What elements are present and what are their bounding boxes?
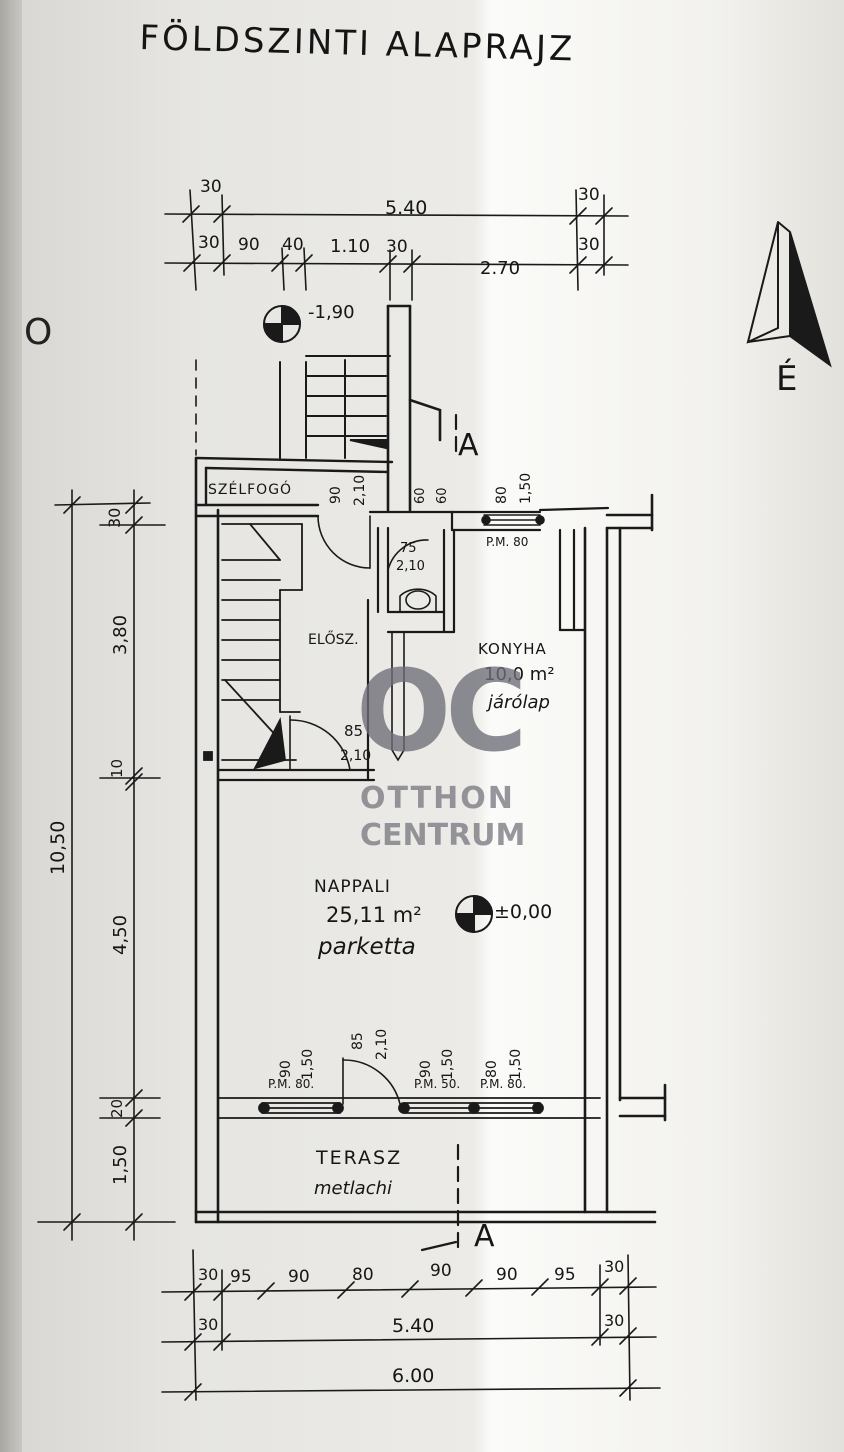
north-letter: É	[776, 358, 797, 399]
room-eloszoba: ELŐSZ.	[308, 630, 359, 648]
top-dim-1-a: 30	[200, 177, 222, 197]
watermark-oc: OC	[356, 647, 521, 777]
opening-d3-height: 2,10	[340, 748, 371, 764]
opening-b3-height: 1,50	[440, 1049, 456, 1080]
watermark-logo: OC OTTHON CENTRUM	[356, 647, 527, 853]
level-marker-top	[262, 304, 302, 344]
left-dim-2: 3,80	[110, 615, 131, 655]
room-terasz-name: TERASZ	[315, 1147, 402, 1169]
level-label-top: -1,90	[308, 302, 355, 323]
room-nappali-area: 25,11 m²	[326, 903, 422, 927]
room-szelfogo: SZÉLFOGÓ	[208, 480, 292, 498]
opening-b1-pm: P.M. 80.	[268, 1077, 314, 1091]
left-dim-4: 4,50	[110, 915, 131, 955]
top-dim-1-b: 5.40	[385, 197, 427, 219]
section-line	[420, 413, 460, 1252]
room-konyha-name: KONYHA	[478, 640, 547, 658]
level-marker-main	[454, 894, 494, 934]
bottom-dim-1-h: 30	[604, 1257, 624, 1276]
exterior-walls	[194, 456, 667, 1224]
bottom-dim-2-b: 5.40	[392, 1315, 434, 1337]
opening-d2-width: 60	[413, 487, 428, 504]
door-swings	[289, 515, 429, 1105]
bottom-dim-1-f: 90	[496, 1265, 518, 1285]
opening-b4-width: 80	[484, 1060, 500, 1078]
opening-b3-pm: P.M. 50.	[414, 1077, 460, 1091]
opening-wc-width: 75	[400, 541, 417, 556]
interior-stair	[203, 523, 303, 770]
top-dim-2-d: 1.10	[330, 236, 370, 257]
bottom-dim-1-c: 90	[288, 1267, 310, 1287]
stair-core-walls	[386, 304, 442, 512]
top-dim-1-c: 30	[578, 185, 600, 205]
opening-b1-height: 1,50	[300, 1049, 316, 1080]
bottom-dim-2-a: 30	[198, 1315, 218, 1334]
opening-b1-width: 90	[278, 1060, 294, 1078]
opening-wc-height: 2,10	[396, 559, 425, 574]
plan-sheet	[22, 0, 844, 1452]
left-dim-total: 10,50	[47, 821, 69, 875]
wc-fixture	[391, 588, 437, 762]
left-dim-3: 10	[108, 759, 126, 778]
room-nappali-floor: parketta	[317, 934, 416, 960]
bottom-dim-2-c: 30	[604, 1311, 624, 1330]
north-arrow-icon	[746, 221, 832, 368]
opening-d1-height: 2,10	[352, 475, 368, 506]
opening-b4-height: 1,50	[508, 1049, 524, 1080]
top-dim-2-g: 30	[578, 235, 600, 255]
terrace-openings	[217, 1097, 601, 1119]
top-dim-2-e: 30	[386, 237, 408, 257]
top-dimension-lines	[164, 189, 629, 301]
level-label-main: ±0,00	[494, 901, 552, 923]
bottom-dim-1-b: 95	[230, 1267, 252, 1287]
margin-mark: O	[24, 312, 53, 353]
left-dim-1: 30	[105, 508, 124, 528]
top-dim-2-a: 30	[198, 233, 220, 253]
kitchen-window	[481, 514, 545, 526]
opening-w1-height: 1,50	[518, 473, 534, 504]
windbreak-walls	[194, 456, 394, 518]
opening-d1-width: 90	[328, 486, 344, 504]
top-dim-2-b: 90	[238, 235, 260, 255]
interior-walls	[216, 506, 610, 782]
paper-edge	[0, 0, 22, 1452]
left-dim-5: 20	[108, 1099, 126, 1118]
section-mark-bottom: A	[474, 1219, 495, 1254]
room-konyha-area: 10,0 m²	[484, 664, 555, 685]
watermark-centrum: CENTRUM	[360, 818, 525, 853]
top-dim-2-c: 40	[282, 235, 304, 255]
left-dim-6: 1,50	[110, 1145, 131, 1185]
opening-w1-width: 80	[494, 486, 510, 504]
opening-b2-width: 85	[350, 1032, 366, 1050]
opening-b3-width: 90	[418, 1060, 434, 1078]
bottom-dim-1-g: 95	[554, 1265, 576, 1285]
bottom-dim-1-d: 80	[352, 1265, 374, 1285]
top-dim-2-f: 2.70	[480, 258, 520, 279]
bottom-dim-1-a: 30	[198, 1265, 218, 1284]
left-dimension-lines	[37, 489, 176, 1241]
room-nappali-name: NAPPALI	[314, 877, 391, 897]
bottom-dimension-lines	[161, 1249, 661, 1401]
opening-d2-height: 60	[435, 487, 450, 504]
watermark-otthon: OTTHON	[360, 781, 515, 816]
bottom-dim-3: 6.00	[392, 1365, 434, 1387]
entrance-stairs	[279, 355, 391, 459]
opening-b2-height: 2,10	[374, 1029, 390, 1060]
opening-b4-pm: P.M. 80.	[480, 1077, 526, 1091]
room-terasz-floor: metlachi	[314, 1178, 392, 1199]
room-konyha-floor: járólap	[485, 692, 550, 713]
opening-d3-width: 85	[344, 722, 363, 740]
section-mark-top: A	[458, 428, 479, 463]
bottom-dim-1-e: 90	[430, 1261, 452, 1281]
opening-w1-pm: P.M. 80	[486, 535, 528, 549]
